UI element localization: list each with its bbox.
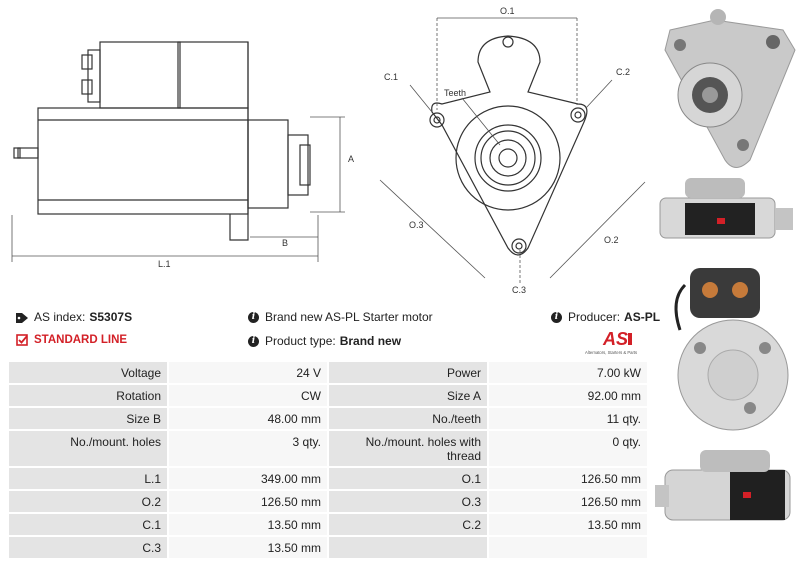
label-c3: C.3 [512,285,526,295]
photo-front-view [664,9,796,168]
product-photos [655,9,796,521]
as-index-label: AS index: [34,310,86,324]
info-icon: i [248,335,259,347]
producer-value: AS-PL [624,310,661,324]
as-index-row: AS index: S5307S [16,310,132,324]
label-teeth: Teeth [444,88,466,98]
spec-value: 7.00 kW [489,362,649,385]
solenoid [99,41,181,109]
svg-text:AS: AS [602,329,628,349]
description-text: Brand new AS-PL Starter motor [265,310,433,324]
as-index-value: S5307S [89,310,133,324]
tag-icon [16,312,28,323]
photo-side-view-2 [655,450,791,521]
spec-value [489,537,649,560]
label-l1: L.1 [158,259,171,269]
standard-line-row: STANDARD LINE [16,334,127,346]
label-o2: O.2 [604,235,619,245]
spec-label [329,537,489,560]
standard-line-label: STANDARD LINE [34,334,128,346]
as-pl-logo: AS Alternators, Starters & Parts [585,329,637,355]
label-o3: O.3 [409,220,424,230]
flange-outline [431,35,588,256]
spec-label: Rotation [9,385,169,408]
technical-drawing: L.1 B A O.1 C.1 C.2 Teeth O.3 O.2 C.3 [11,6,646,295]
spec-label: C.2 [329,514,489,537]
producer-label: Producer: [568,310,621,324]
spec-label: Size A [329,385,489,408]
spec-label: Size B [9,408,169,431]
spec-value: 126.50 mm [489,468,649,491]
motor-body [37,107,249,215]
product-type-label: Product type: [265,334,336,348]
product-type-value: Brand new [339,334,402,348]
spec-label: O.1 [329,468,489,491]
spec-value: 349.00 mm [169,468,329,491]
spec-label: O.3 [329,491,489,514]
spec-label: C.1 [9,514,169,537]
spec-value: 126.50 mm [489,491,649,514]
spec-label: C.3 [9,537,169,560]
spec-label: No./mount. holes with thread [329,431,489,468]
producer-row: i Producer: AS-PL [551,310,660,324]
label-c2: C.2 [616,67,630,77]
label-o1: O.1 [500,6,515,16]
spec-value: 126.50 mm [169,491,329,514]
product-type-row: i Product type: Brand new [248,334,401,348]
spec-value: 0 qty. [489,431,649,468]
spec-value: 13.50 mm [169,514,329,537]
svg-text:Alternators, Starters & Parts: Alternators, Starters & Parts [585,350,637,355]
spec-value: 24 V [169,362,329,385]
info-icon: i [551,311,562,323]
label-c1: C.1 [384,72,398,82]
spec-label: O.2 [9,491,169,514]
spec-label: No./teeth [329,408,489,431]
label-a: A [348,154,354,164]
spec-value: 13.50 mm [489,514,649,537]
info-icon: i [248,311,259,323]
spec-value: 48.00 mm [169,408,329,431]
spec-value: CW [169,385,329,408]
spec-value: 3 qty. [169,431,329,468]
description-row: i Brand new AS-PL Starter motor [248,310,433,324]
spec-value: 13.50 mm [169,537,329,560]
label-b: B [282,238,288,248]
spec-value: 92.00 mm [489,385,649,408]
spec-label: No./mount. holes [9,431,169,468]
spec-label: Voltage [9,362,169,385]
spec-value: 11 qty. [489,408,649,431]
photo-rear-view [674,268,789,431]
checkbox-icon [16,334,28,346]
spec-label: Power [329,362,489,385]
photo-side-view [659,178,793,239]
spec-label: L.1 [9,468,169,491]
